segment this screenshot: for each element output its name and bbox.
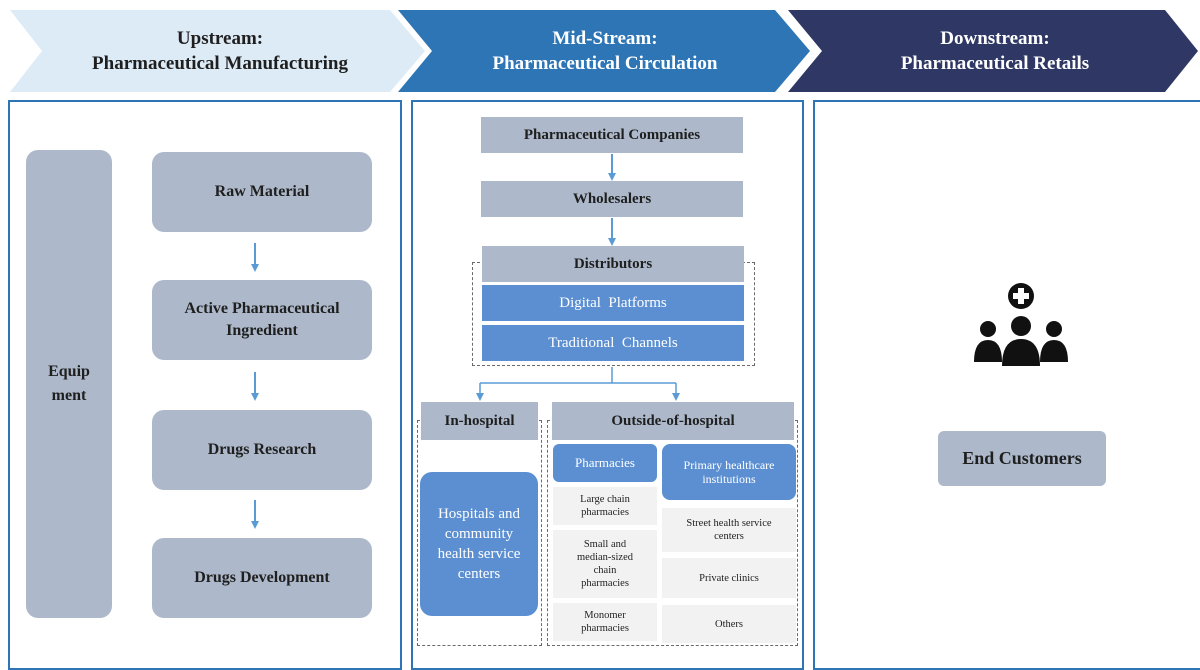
end-customers-label: End Customers xyxy=(962,448,1082,468)
api-box: Active Pharmaceutical Ingredient xyxy=(152,280,372,360)
private-clinics-label: Private clinics xyxy=(699,572,759,584)
in-hospital-label: In-hospital xyxy=(444,412,515,429)
pharmacies-box: Pharmacies xyxy=(553,444,657,482)
drugs-development-box: Drugs Development xyxy=(152,538,372,618)
upstream-title-line2: Pharmaceutical Manufacturing xyxy=(92,53,348,74)
drugs-research-box: Drugs Research xyxy=(152,410,372,490)
raw-material-label: Raw Material xyxy=(214,183,310,200)
customers-medical-icon xyxy=(974,283,1068,366)
api-label: Active Pharmaceutical Ingredient xyxy=(184,300,340,339)
others-label: Others xyxy=(715,618,743,630)
upstream-title-line1: Upstream: xyxy=(176,28,264,49)
small-chain-label: Small and median-sized chain pharmacies xyxy=(577,539,633,589)
others-box: Others xyxy=(662,605,796,643)
downstream-title-line1: Downstream: xyxy=(940,28,1050,49)
large-chain-box: Large chain pharmacies xyxy=(553,487,657,525)
pharmacies-label: Pharmacies xyxy=(575,455,635,470)
downstream-chevron xyxy=(788,10,1198,92)
downstream-title: Downstream: Pharmaceutical Retails xyxy=(810,10,1180,92)
midstream-title: Mid-Stream: Pharmaceutical Circulation xyxy=(420,10,790,92)
downstream-title-line2: Pharmaceutical Retails xyxy=(900,53,1090,74)
wholesalers-label: Wholesalers xyxy=(572,190,652,207)
equipment-box: Equip ment xyxy=(26,150,112,618)
street-health-label: Street health service centers xyxy=(686,518,772,542)
street-health-box: Street health service centers xyxy=(662,508,796,552)
outside-hospital-label: Outside-of-hospital xyxy=(611,412,735,429)
monomer-label: Monomer pharmacies xyxy=(581,610,629,634)
hospitals-box: Hospitals and community health service c… xyxy=(420,472,538,616)
monomer-box: Monomer pharmacies xyxy=(553,603,657,641)
large-chain-label: Large chain pharmacies xyxy=(580,494,630,518)
drugs-development-label: Drugs Development xyxy=(194,569,330,586)
equipment-label: Equip ment xyxy=(48,363,90,404)
primary-healthcare-box: Primary healthcare institutions xyxy=(662,444,796,500)
midstream-chevron xyxy=(398,10,810,92)
distributors-label: Distributors xyxy=(573,255,653,272)
pharma-companies-label: Pharmaceutical Companies xyxy=(523,126,701,143)
stage-chevrons xyxy=(10,10,1198,92)
raw-material-box: Raw Material xyxy=(152,152,372,232)
outside-hospital-box: Outside-of-hospital xyxy=(552,402,794,440)
distributors-box: Distributors xyxy=(482,246,744,282)
midstream-title-line1: Mid-Stream: xyxy=(552,28,658,49)
in-hospital-box: In-hospital xyxy=(421,402,538,440)
small-chain-box: Small and median-sized chain pharmacies xyxy=(553,530,657,598)
arrow-distributors-split xyxy=(480,367,676,384)
traditional-channels-label: Traditional Channels xyxy=(548,334,678,351)
drugs-research-label: Drugs Research xyxy=(207,441,317,458)
upstream-title: Upstream: Pharmaceutical Manufacturing xyxy=(30,10,410,92)
primary-healthcare-label: Primary healthcare institutions xyxy=(683,458,775,486)
digital-platforms-label: Digital Platforms xyxy=(559,294,667,311)
digital-platforms-box: Digital Platforms xyxy=(482,285,744,321)
end-customers-box: End Customers xyxy=(938,431,1106,486)
private-clinics-box: Private clinics xyxy=(662,558,796,598)
upstream-chevron xyxy=(10,10,425,92)
wholesalers-box: Wholesalers xyxy=(481,181,743,217)
traditional-channels-box: Traditional Channels xyxy=(482,325,744,361)
pharma-companies-box: Pharmaceutical Companies xyxy=(481,117,743,153)
hospitals-label: Hospitals and community health service c… xyxy=(437,506,521,582)
midstream-title-line2: Pharmaceutical Circulation xyxy=(492,53,718,74)
